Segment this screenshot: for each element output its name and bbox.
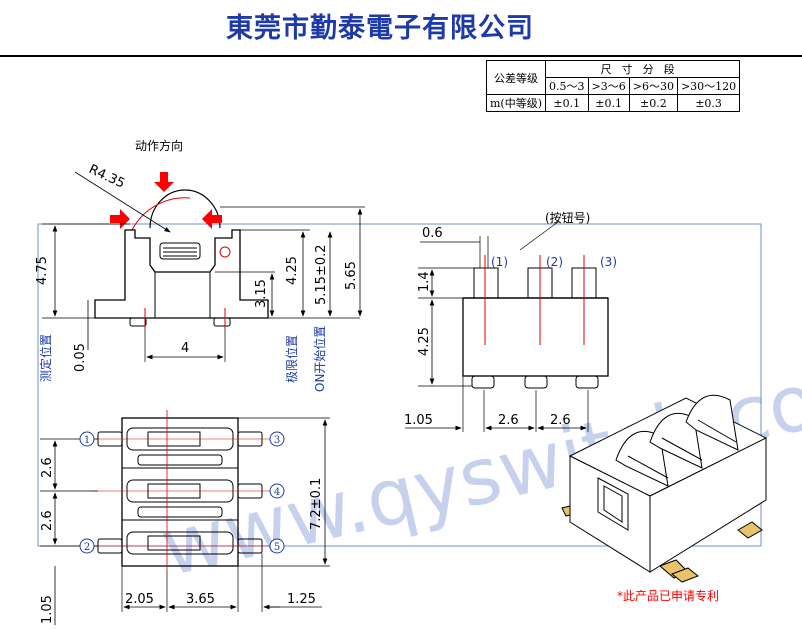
pin-marker-4: 4 [269, 483, 285, 499]
tolerance-label: 公差等级 [485, 60, 547, 95]
dim-3-65: 3.65 [186, 592, 215, 607]
tolerance-value: ±0.1 [587, 94, 630, 112]
dim-2-6-front-b: 2.6 [550, 413, 571, 428]
dim-2-6-bottom-b: 2.6 [40, 510, 55, 531]
dim-4: 4 [181, 341, 189, 356]
dim-7-2: 7.2±0.1 [309, 478, 324, 530]
side-view: 动作方向 R4.35 [42, 138, 365, 362]
side-pad-left [129, 317, 147, 327]
pin-label-3: (3) [600, 255, 617, 269]
pin-number-1: 1 [84, 435, 90, 446]
right-arrow-icon [110, 209, 130, 229]
tolerance-value: ±0.2 [628, 94, 678, 112]
grade-label: m(中等级) [485, 94, 547, 112]
dim-4-25: 4.25 [285, 256, 300, 285]
pin-number-4: 4 [274, 487, 280, 498]
dim-2-6-bottom-a: 2.6 [40, 457, 55, 478]
label-on-position: ON开始位置 [312, 326, 327, 392]
pin-number-5: 5 [274, 542, 280, 553]
dim-3-15: 3.15 [254, 279, 269, 308]
bottom-view [40, 410, 330, 625]
label-limit-position: 极限位置 [284, 335, 299, 383]
radius-label: R4.35 [86, 162, 127, 192]
pin-1 [473, 267, 499, 299]
drawing-frame [37, 223, 762, 547]
pin-label-2: (2) [546, 255, 563, 269]
dim-5-15: 5.15±0.2 [314, 244, 329, 305]
dim-1-05-front: 1.05 [404, 413, 433, 428]
radius-leader [74, 171, 171, 233]
button-no-leader [519, 221, 559, 251]
front-pad-mid [524, 375, 548, 389]
isometric-view [561, 394, 768, 583]
down-arrow-icon [154, 172, 174, 192]
dim-2-6-front-a: 2.6 [498, 413, 519, 428]
front-view [405, 221, 609, 432]
action-direction-label: 动作方向 [135, 138, 183, 153]
company-name: 東莞市勤泰電子有限公司 [226, 13, 534, 44]
pin-label-1: (1) [491, 255, 508, 269]
left-arrow-icon [202, 209, 222, 229]
dim-4-75: 4.75 [35, 256, 50, 285]
dim-1-05-bottom: 1.05 [40, 595, 55, 624]
patent-note: *此产品已申请专利 [617, 588, 719, 603]
pin-marker-3: 3 [269, 431, 285, 447]
tolerance-table: 公差等级 尺寸分段 0.5～3 >3～6 >6～30 >30～120 m(中等级… [485, 60, 741, 112]
pin-marker-2: 2 [79, 538, 95, 554]
label-measure-position: 测定位置 [38, 334, 53, 382]
dim-2-05: 2.05 [125, 592, 154, 607]
side-pad-right [213, 317, 231, 327]
button-number-label: (按钮号) [545, 210, 590, 225]
pin-marker-5: 5 [269, 538, 285, 554]
dim-4-25-front: 4.25 [417, 327, 432, 356]
dim-1-25: 1.25 [287, 592, 316, 607]
pin-number-2: 2 [84, 542, 90, 553]
pin-number-3: 3 [274, 435, 280, 446]
side-window [159, 242, 201, 260]
dim-1-4: 1.4 [417, 271, 432, 292]
dim-0-05: 0.05 [73, 343, 88, 372]
header-rule [0, 55, 802, 57]
front-pad-left [471, 375, 495, 389]
radius-arc [131, 197, 191, 231]
tolerance-value: ±0.3 [676, 94, 741, 112]
range-cell: >6～30 [628, 77, 678, 95]
dim-0-6: 0.6 [422, 226, 443, 241]
dim-5-65: 5.65 [344, 261, 359, 290]
pivot-circle [219, 246, 231, 258]
button-dome [149, 189, 221, 229]
range-cell: >3～6 [587, 77, 630, 95]
front-pad-right [575, 375, 599, 389]
pin-marker-1: 1 [79, 431, 95, 447]
